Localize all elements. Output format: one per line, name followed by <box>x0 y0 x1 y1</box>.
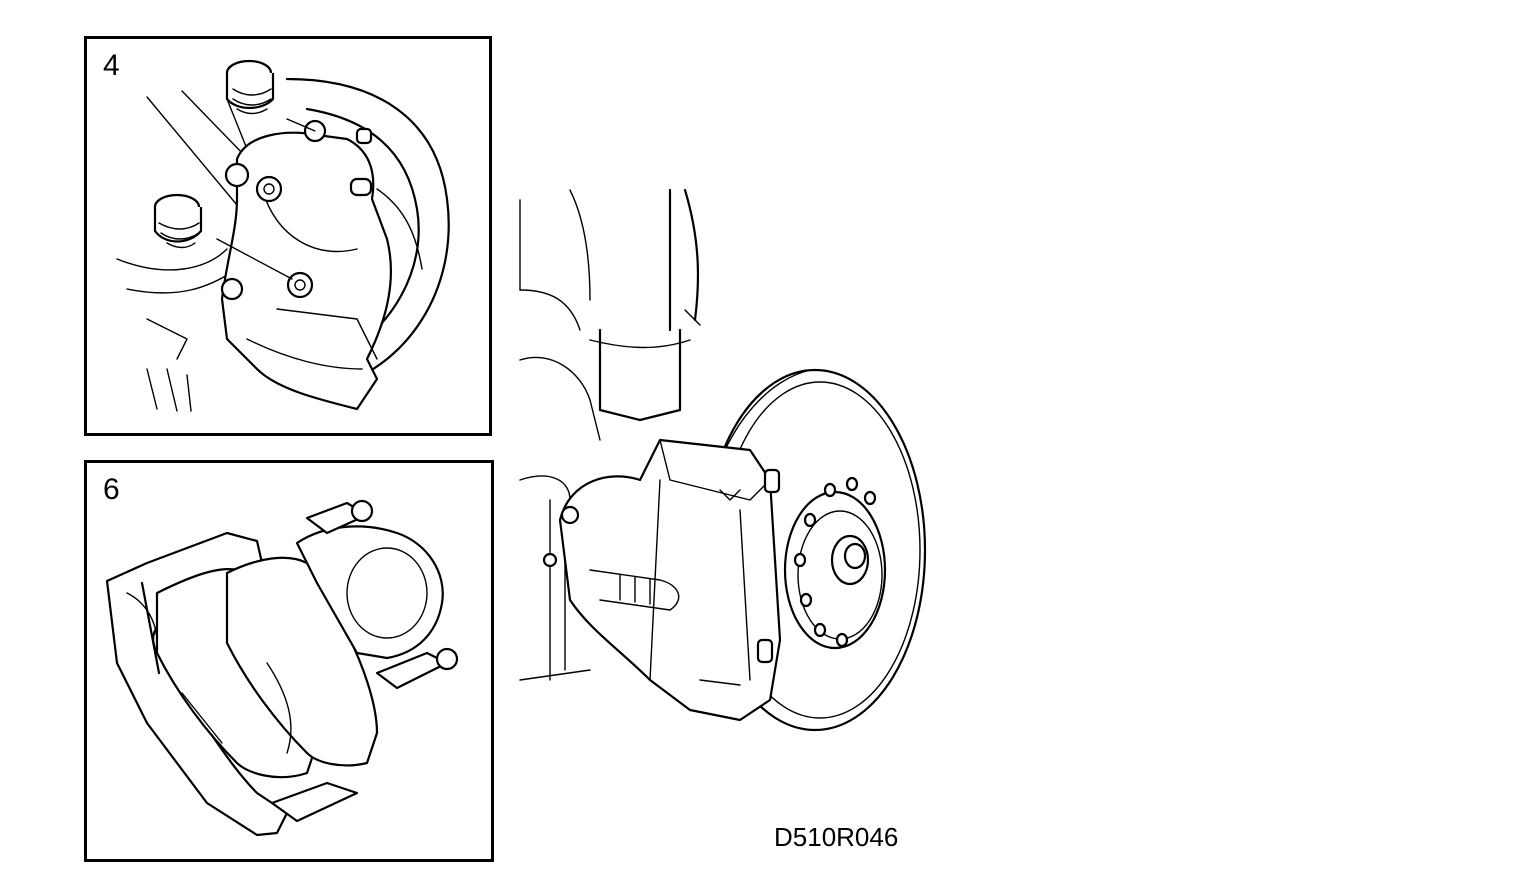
inset-step-4: 4 <box>84 36 492 436</box>
figure-code-label: D510R046 <box>774 822 899 852</box>
main-hub-assembly <box>510 180 930 765</box>
caliper-with-pads-illustration <box>105 499 459 837</box>
bolt-cap-lower <box>153 193 203 249</box>
inset-step-number: 4 <box>103 49 120 82</box>
inset-step-6: 6 <box>84 460 494 862</box>
bolt-cap-upper <box>225 59 275 115</box>
caliper-bolt-removal-illustration <box>116 59 450 412</box>
front-wheel-hub-disc-caliper-illustration <box>519 188 927 732</box>
inset-step-number: 6 <box>103 473 120 506</box>
